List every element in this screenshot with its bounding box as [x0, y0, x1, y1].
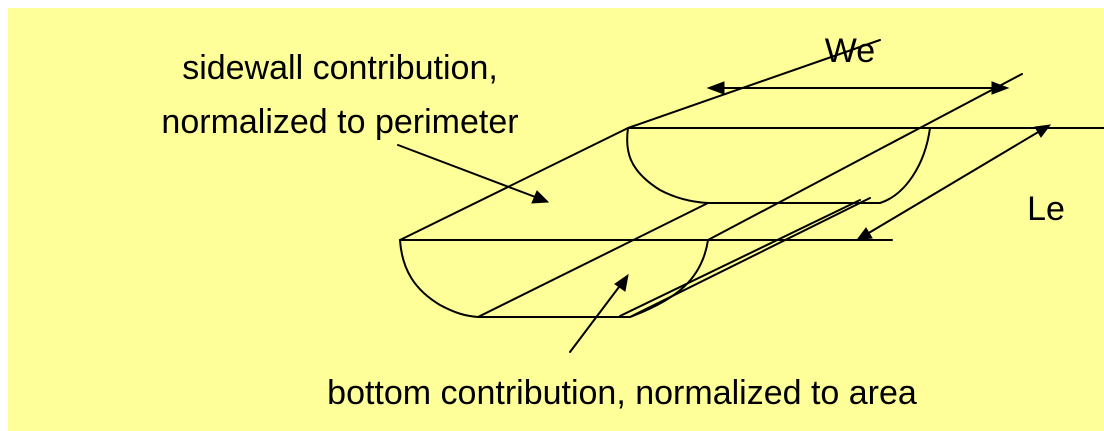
sidewall-pointer: [397, 144, 550, 204]
back-cross-section: [626, 127, 1104, 204]
length-dimension-arrow: [855, 124, 1052, 241]
length-arrowhead-top: [1034, 124, 1052, 138]
edge-top-left: [399, 127, 629, 241]
sidewall-label-line2: normalized to perimeter: [161, 103, 518, 141]
edge-top-right: [707, 73, 1023, 241]
bottom-pointer-head: [614, 273, 629, 292]
bottom-label: bottom contribution, normalized to area: [327, 374, 917, 412]
sidewall-label-line1: sidewall contribution,: [182, 49, 498, 87]
width-arrowhead-left: [706, 81, 725, 95]
background: [8, 8, 1104, 431]
sidewall-pointer-head: [531, 190, 550, 204]
width-dimension-arrow: [706, 81, 1010, 95]
edge-bottom-right: [629, 197, 871, 318]
trench-edges: [399, 39, 1023, 318]
edge-bottom-right-inner: [619, 199, 861, 317]
back-profile-curve: [626, 127, 931, 204]
edge-bottom-left: [477, 202, 709, 318]
sidewall-pointer-line: [397, 144, 539, 199]
length-arrowhead-bottom: [855, 227, 873, 241]
bottom-pointer: [569, 273, 629, 353]
diagram-panel: sidewall contribution, normalized to per…: [8, 8, 1104, 431]
width-arrowhead-right: [991, 81, 1010, 95]
length-arrow-line: [861, 127, 1046, 238]
edge-far-top-left: [627, 39, 881, 129]
bottom-pointer-line: [569, 282, 623, 353]
length-label: Le: [1027, 190, 1065, 228]
width-label: We: [825, 32, 875, 70]
